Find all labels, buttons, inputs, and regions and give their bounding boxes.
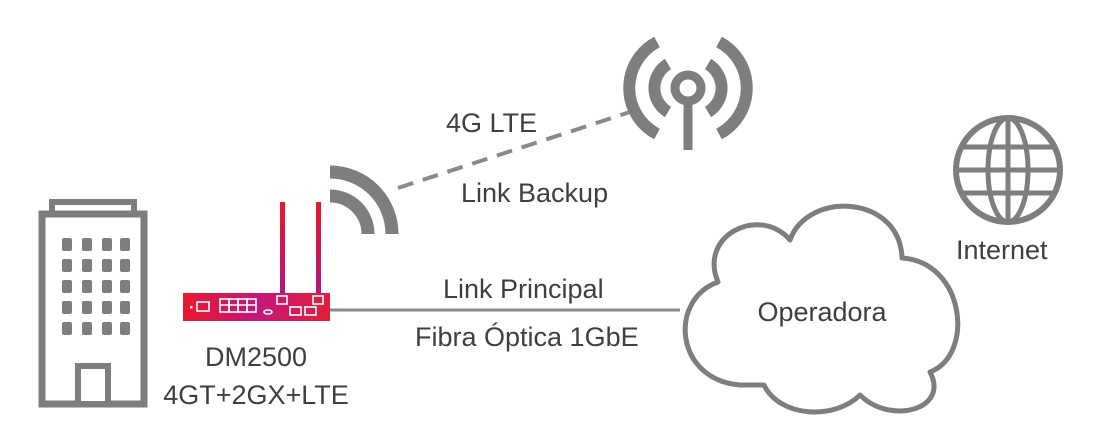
main-link-medium-label: Fibra Óptica 1GbE [415,322,639,352]
building-icon [38,199,148,408]
globe-icon [953,115,1063,225]
cell-tower-icon [623,36,753,150]
internet-label: Internet [956,235,1048,265]
wireless-signal-icon [329,165,399,235]
cloud-icon [682,203,961,415]
backup-link-dashed-line [397,110,631,190]
device-ports-label: 4GT+2GX+LTE [163,380,349,410]
main-link-label: Link Principal [443,274,604,304]
wireless-tech-label: 4G LTE [446,108,538,138]
device-model-label: DM2500 [204,342,308,372]
carrier-label: Operadora [757,297,887,327]
backup-link-label: Link Backup [461,178,609,208]
router-device-icon [183,202,330,321]
